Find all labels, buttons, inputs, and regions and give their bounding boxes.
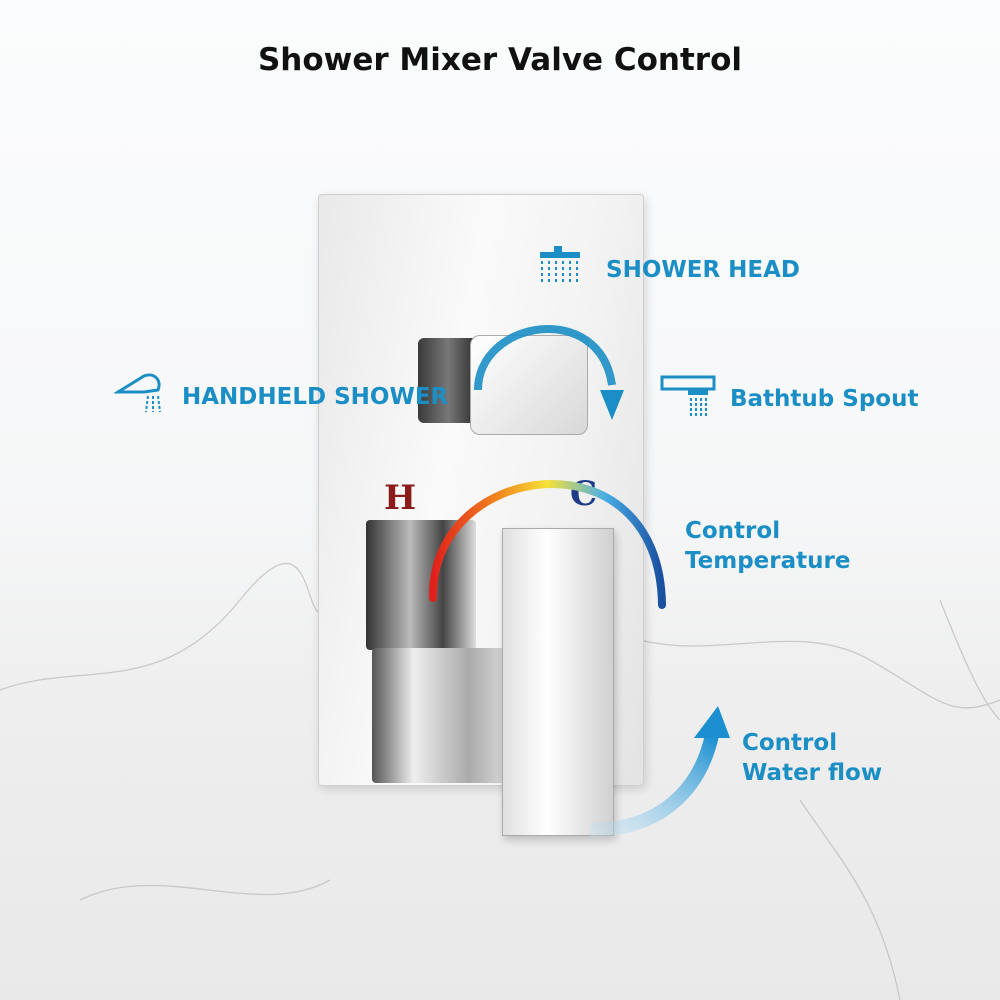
hot-indicator: H bbox=[384, 478, 417, 518]
control-flow-line2: Water flow bbox=[742, 760, 883, 786]
water-flow-arrow bbox=[589, 733, 719, 837]
handheld-shower-icon bbox=[114, 373, 161, 413]
handheld-shower-label: HANDHELD SHOWER bbox=[182, 384, 449, 410]
control-temperature-label: Control Temperature bbox=[685, 516, 850, 576]
shower-head-label: SHOWER HEAD bbox=[606, 257, 801, 283]
page-title: Shower Mixer Valve Control bbox=[257, 42, 743, 78]
bathtub-spout-icon bbox=[660, 375, 716, 416]
control-water-flow-label: Control Water flow bbox=[742, 728, 882, 788]
lever-base bbox=[366, 520, 476, 650]
control-temperature-line2: Temperature bbox=[685, 548, 851, 574]
lever-handle bbox=[502, 528, 614, 836]
diverter-knob bbox=[418, 338, 478, 423]
control-temperature-line1: Control bbox=[685, 518, 781, 544]
shower-head-icon bbox=[540, 246, 580, 283]
bathtub-spout-label: Bathtub Spout bbox=[730, 386, 919, 412]
diverter-arrowhead bbox=[600, 390, 624, 420]
lever-stem bbox=[372, 648, 510, 783]
temperature-arc bbox=[428, 480, 666, 609]
diverter-arrow bbox=[474, 325, 616, 391]
water-flow-arrowhead bbox=[694, 706, 730, 738]
control-flow-line1: Control bbox=[742, 730, 838, 756]
